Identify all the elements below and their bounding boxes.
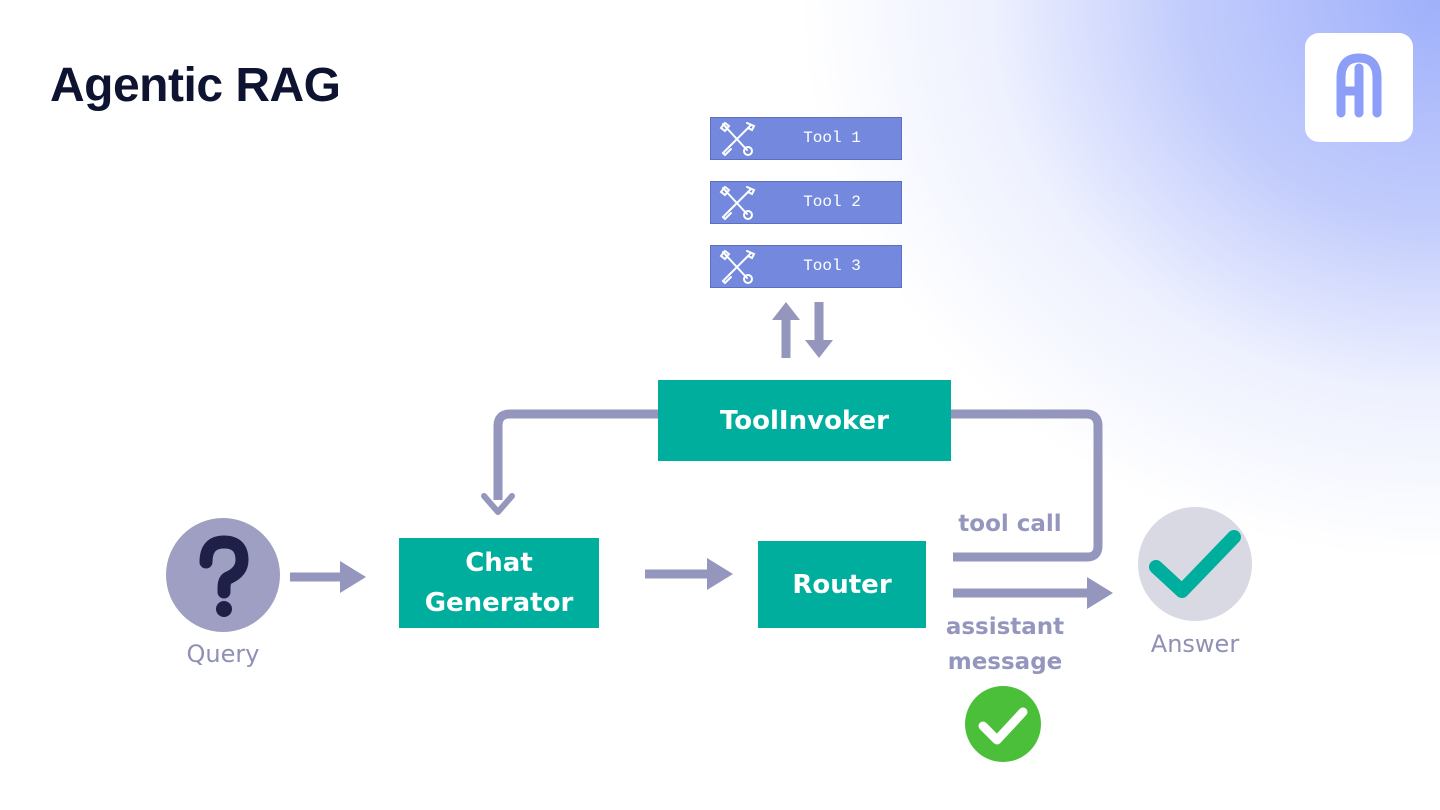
- wrench-screwdriver-icon: [719, 121, 756, 157]
- arrowhead-invoker-to-generator: [481, 493, 515, 515]
- arrowhead-down: [805, 340, 833, 358]
- arrowhead-generator: [707, 558, 733, 590]
- tool-2-label: Tool 2: [803, 193, 861, 211]
- arrowhead-up: [772, 302, 800, 320]
- query-label: Query: [186, 640, 260, 668]
- assistant-message-line2: message: [947, 649, 1063, 675]
- arrow-invoker-to-generator: [493, 409, 658, 500]
- page-title: Agentic RAG: [50, 59, 341, 112]
- arrowhead-answer: [1087, 577, 1113, 609]
- brand-logo-icon: [1336, 53, 1382, 118]
- assistant-message-label: assistant message: [930, 610, 1080, 680]
- tool-2: Tool 2: [710, 181, 902, 224]
- tool-3-label: Tool 3: [803, 257, 861, 275]
- arrowhead-query: [340, 561, 366, 593]
- router-node: Router: [758, 541, 926, 628]
- answer-label: Answer: [1150, 630, 1240, 658]
- checkmark-icon: [1138, 507, 1252, 621]
- arrow-toolcall-to-invoker: [951, 409, 1103, 562]
- tool-3: Tool 3: [710, 245, 902, 288]
- tool-call-label: tool call: [958, 511, 1062, 537]
- brand-logo: [1305, 33, 1413, 142]
- green-check-badge-icon: [965, 686, 1041, 762]
- wrench-screwdriver-icon: [719, 249, 756, 285]
- chat-generator-node: Chat Generator: [399, 538, 599, 628]
- wrench-screwdriver-icon: [719, 185, 756, 221]
- question-mark-icon: [166, 518, 280, 632]
- tool-1: Tool 1: [710, 117, 902, 160]
- tool-invoker-node: ToolInvoker: [658, 380, 951, 461]
- tool-1-label: Tool 1: [803, 129, 861, 147]
- assistant-message-line1: assistant: [945, 614, 1065, 640]
- tool-invoker-label: ToolInvoker: [720, 405, 889, 436]
- chat-generator-label-line1: Chat: [465, 548, 533, 578]
- chat-generator-label-line2: Generator: [424, 588, 574, 618]
- router-label: Router: [792, 569, 892, 600]
